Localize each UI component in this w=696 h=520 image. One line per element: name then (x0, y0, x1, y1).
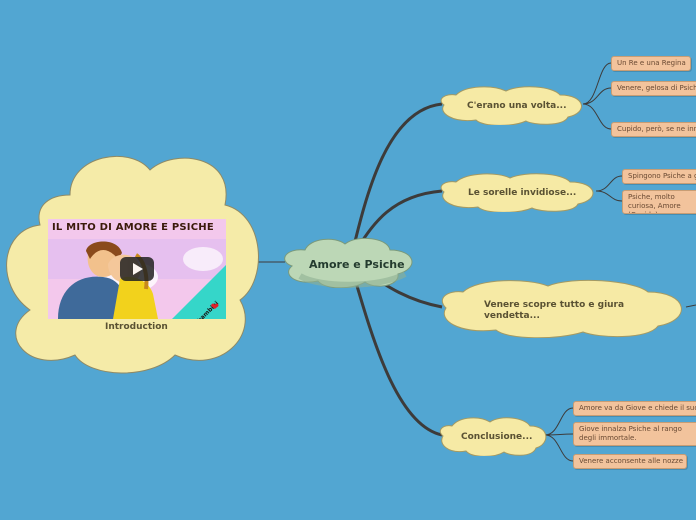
intro-video-thumbnail[interactable]: IL MITO DI AMORE E PSICHE Storia illustr… (48, 219, 226, 319)
leaf-node[interactable]: Psiche, molto curiosa, Amore (Cupido) (622, 190, 696, 214)
video-title: IL MITO DI AMORE E PSICHE (52, 222, 214, 233)
branch-cloud-4 (439, 417, 547, 456)
branch-title[interactable]: Le sorelle invidiose... (468, 188, 577, 198)
leaf-node[interactable]: Un Re e una Regina (611, 56, 691, 71)
branch-title[interactable]: Conclusione... (461, 432, 533, 442)
leaf-node[interactable]: Venere acconsente alle nozze (573, 454, 687, 469)
branch-cloud-1 (440, 86, 582, 125)
leaf-node[interactable]: Cupido, però, se ne inn (611, 122, 696, 137)
branch-title[interactable]: C'erano una volta... (467, 101, 567, 111)
branch-cloud-2 (440, 173, 594, 212)
play-icon (133, 263, 143, 275)
central-topic[interactable]: Amore e Psiche (309, 258, 405, 271)
leaf-node[interactable]: Giove innalza Psiche al rango degli immo… (573, 422, 696, 446)
branch-cloud-3 (441, 279, 682, 338)
play-button[interactable] (120, 257, 154, 281)
intro-label: Introduction (105, 322, 168, 332)
central-cloud (284, 237, 413, 288)
heart-icon: ❤ (210, 302, 219, 313)
leaf-node[interactable]: Spingono Psiche a g (622, 169, 696, 184)
leaf-node[interactable]: Venere, gelosa di Psiche (611, 81, 696, 96)
branch-title[interactable]: Venere scopre tutto e giura vendetta... (484, 300, 625, 321)
leaf-node[interactable]: Amore va da Giove e chiede il suo (573, 401, 696, 416)
